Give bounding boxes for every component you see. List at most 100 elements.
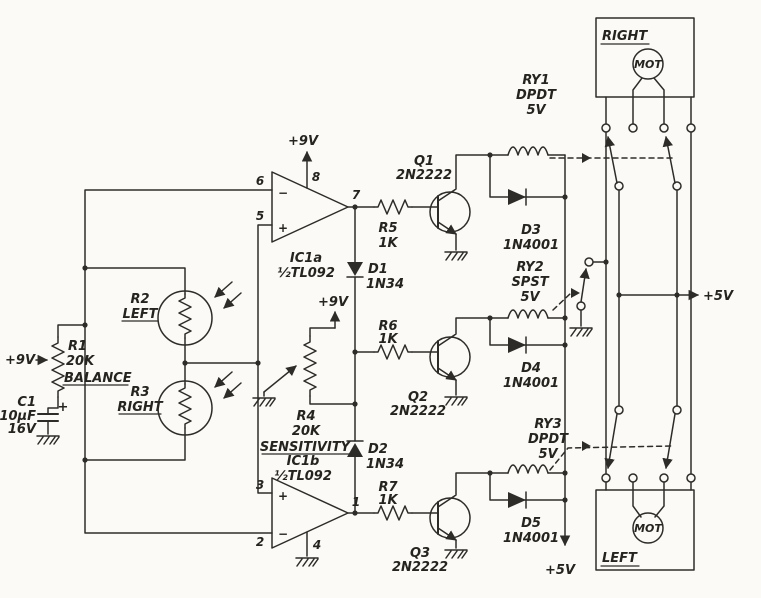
ic1b-pin3: 3 <box>256 478 264 492</box>
ic1a-ref: IC1a <box>290 251 322 266</box>
d1-ref: D1 <box>368 262 388 277</box>
ic1a-pin7: 7 <box>352 188 361 202</box>
r3-label: RIGHT <box>117 400 163 415</box>
q3-transistor: Q3 2N2222 <box>392 497 471 575</box>
d4-value: 1N4001 <box>503 376 559 391</box>
ic1a-triangle <box>271 171 349 243</box>
d5-value: 1N4001 <box>503 531 559 546</box>
r6-ref: R6 <box>378 319 397 334</box>
ic1a-pin6: 6 <box>256 174 264 188</box>
r4-wiper-arrow <box>263 365 297 393</box>
power-v5-rail: +5V <box>545 154 576 578</box>
contact-armature <box>662 413 676 470</box>
r5-value: 1K <box>378 236 398 251</box>
ic1b-plus-sign: + <box>278 489 288 503</box>
light-arrow <box>214 371 233 388</box>
ic1a-value: ½TL092 <box>277 266 335 281</box>
contact-terminal <box>628 123 638 133</box>
ry3-relay-coil: RY3 DPDT 5V <box>507 417 569 474</box>
c1-capacitor: C1 10µF 16V + <box>0 395 68 445</box>
r7-zigzag <box>373 505 413 521</box>
ry1-relay-coil: RY1 DPDT 5V <box>507 73 557 156</box>
relay-contacts-bottom <box>601 405 696 483</box>
ry1-ref: RY1 <box>522 73 549 88</box>
v9-left-label: +9V <box>5 353 36 368</box>
motor-left-box <box>595 489 695 571</box>
q3-emitter <box>437 527 457 541</box>
r1-label: BALANCE <box>64 371 132 386</box>
r4-value: 20K <box>292 424 321 439</box>
ic1a-plus-sign: + <box>278 221 288 235</box>
r6-zigzag <box>373 344 413 360</box>
motor-left-label: LEFT <box>602 551 638 566</box>
ic1b-triangle <box>271 477 349 549</box>
r4-zigzag <box>303 335 317 397</box>
q1-value: 2N2222 <box>396 168 452 183</box>
r1-ref: R1 <box>68 339 87 354</box>
r7-ref: R7 <box>378 480 398 495</box>
ry3-value: 5V <box>538 447 558 462</box>
r5-ref: R5 <box>378 221 397 236</box>
contact-armature <box>579 267 590 303</box>
r7-resistor: R7 1K <box>373 480 413 521</box>
motor-left-text: MOT <box>634 522 663 535</box>
q3-value: 2N2222 <box>392 560 448 575</box>
q1-transistor: Q1 2N2222 <box>396 154 471 261</box>
ic1b-value: ½TL092 <box>274 469 332 484</box>
r1-potentiometer: R1 20K BALANCE <box>51 336 132 398</box>
d2-triangle <box>347 443 363 457</box>
contact-terminal <box>686 123 696 133</box>
light-arrow <box>214 281 233 298</box>
c1-plates <box>37 413 59 422</box>
q2-transistor: Q2 2N2222 <box>390 336 471 419</box>
r4-potentiometer: R4 20K SENSITIVITY <box>252 335 352 455</box>
power-v9-left: +9V <box>5 353 49 368</box>
contact-pivot <box>672 405 682 415</box>
contact-terminal <box>601 473 611 483</box>
motor-right-label: RIGHT <box>602 29 648 44</box>
ry3-linkage-arrow <box>582 441 591 451</box>
q2-value: 2N2222 <box>390 404 446 419</box>
d1-triangle <box>347 262 363 276</box>
ic1b-opamp: 3 2 + − 4 1 IC1b ½TL092 <box>256 454 360 567</box>
contact-armature <box>604 413 618 470</box>
r4-label: SENSITIVITY <box>260 440 352 455</box>
ic1b-minus-sign: − <box>278 527 288 541</box>
d4-ref: D4 <box>521 361 541 376</box>
power-v5-contacts: +5V <box>618 289 734 304</box>
r6-value: 1K <box>378 332 398 347</box>
r1-zigzag <box>51 336 65 398</box>
r3-body <box>157 380 213 436</box>
ry2-ref: RY2 <box>516 260 543 275</box>
power-v9-sensitivity: +9V <box>318 295 349 329</box>
ry1-value: 5V <box>526 103 546 118</box>
relay-contacts-top <box>601 123 696 191</box>
junction-dots <box>82 152 680 516</box>
r1-value: 20K <box>66 354 95 369</box>
r5-zigzag <box>373 199 413 215</box>
ry2-linkage-arrow <box>571 288 580 298</box>
contact-armature <box>662 135 676 184</box>
ry1-linkage-arrow <box>582 153 591 163</box>
d2-diode: D2 1N34 <box>346 440 404 472</box>
r2-zigzag <box>178 293 192 339</box>
r3-photocell: R3 RIGHT <box>117 371 242 436</box>
label-underlines <box>62 43 650 567</box>
q2-emitter <box>437 367 457 381</box>
ic1a-pin5: 5 <box>256 209 264 223</box>
ry2-value: 5V <box>520 290 540 305</box>
light-arrow <box>223 382 242 399</box>
r4-ref: R4 <box>296 409 315 424</box>
ry2-type: SPST <box>511 275 549 290</box>
q1-ref: Q1 <box>414 154 434 169</box>
r3-ref: R3 <box>130 385 149 400</box>
motor-right: RIGHT MOT <box>595 17 695 98</box>
d1-value: 1N34 <box>366 277 404 292</box>
v9-sensitivity-label: +9V <box>318 295 349 310</box>
q1-emitter <box>437 221 457 235</box>
ic1a-pin8: 8 <box>312 170 320 184</box>
contact-pivot <box>614 181 624 191</box>
